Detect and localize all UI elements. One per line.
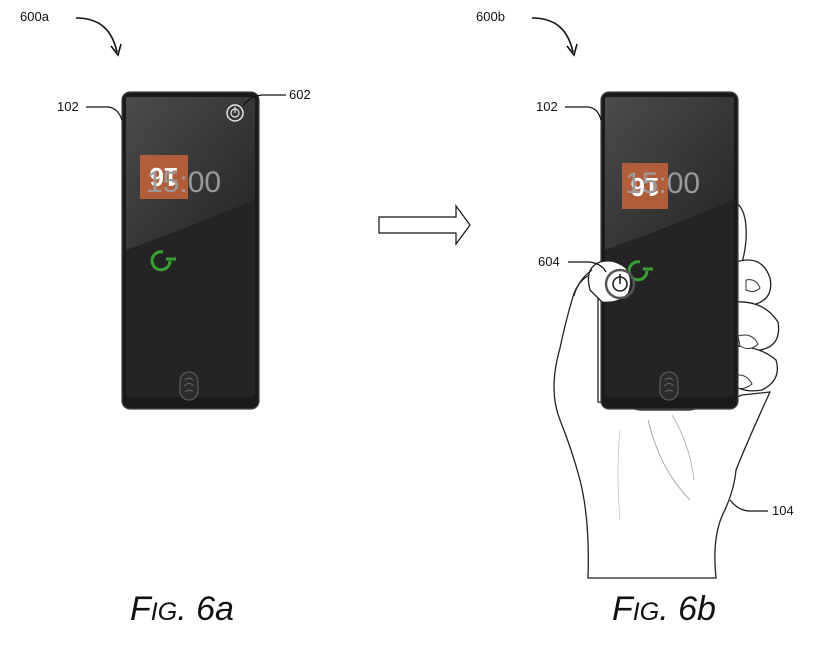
caption-6b-suffix: . 6b: [659, 590, 716, 628]
ref-label-600a: 600a: [20, 9, 49, 24]
caption-6b-prefix: F: [612, 590, 633, 628]
clock-time-a: 15:00: [146, 166, 221, 199]
ref-label-102-a: 102: [57, 99, 79, 114]
clock-time-b: 15:00: [625, 167, 700, 200]
leader-102-a: [86, 107, 122, 120]
ref-label-104: 104: [772, 503, 794, 518]
home-button-a: [180, 372, 198, 400]
leader-104: [730, 500, 768, 511]
leader-102-b: [565, 107, 601, 120]
caption-6a-prefix: F: [130, 590, 151, 628]
caption-6b-smallcaps: IG: [633, 598, 659, 626]
ref-label-602: 602: [289, 87, 311, 102]
caption-6a-smallcaps: IG: [151, 598, 177, 626]
ref-label-600b: 600b: [476, 9, 505, 24]
home-button-b: [660, 372, 678, 400]
phone-device-a: [122, 92, 259, 409]
figure-caption-6a: FIG. 6a: [130, 590, 234, 629]
ref-label-102-b: 102: [536, 99, 558, 114]
transition-arrow: [379, 206, 470, 244]
ref-label-604: 604: [538, 254, 560, 269]
phone-device-b: [601, 92, 738, 409]
figure-caption-6b: FIG. 6b: [612, 590, 716, 629]
caption-6a-suffix: . 6a: [177, 590, 234, 628]
